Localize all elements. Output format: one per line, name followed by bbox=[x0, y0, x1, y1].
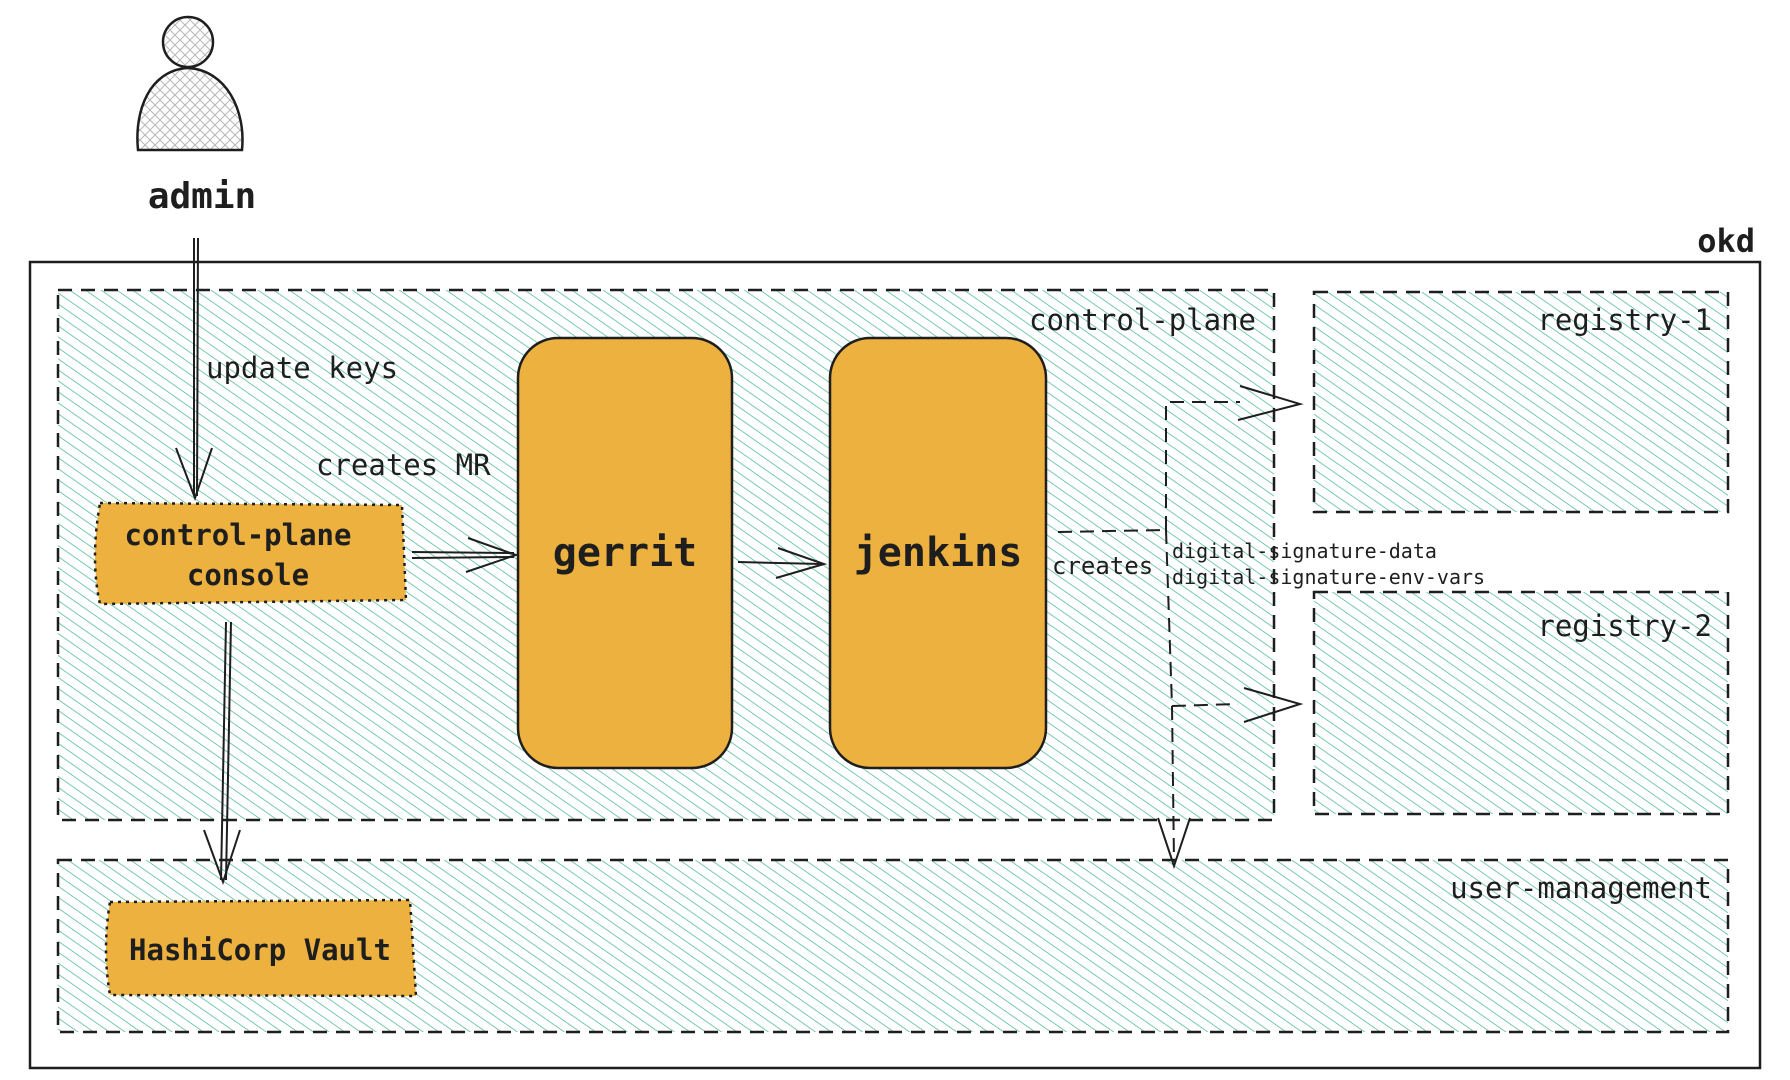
update-keys-label: update keys bbox=[206, 351, 398, 385]
creates-mr-label: creates MR bbox=[316, 448, 491, 482]
arrowheads bbox=[1157, 385, 1304, 870]
registry-2-zone: registry-2 bbox=[1312, 590, 1730, 816]
registry-1-label: registry-1 bbox=[1537, 303, 1712, 337]
jenkins-creates-dashed-arrows bbox=[1057, 401, 1240, 863]
console-label-line2: console bbox=[187, 558, 309, 592]
edges bbox=[175, 237, 1304, 886]
registry-2-label: registry-2 bbox=[1537, 609, 1712, 643]
person-icon bbox=[161, 15, 215, 69]
console-label-line1: control-plane bbox=[125, 518, 352, 552]
console-to-vault-arrow bbox=[203, 621, 241, 886]
okd-label: okd bbox=[1697, 222, 1755, 260]
digital-signature-data-label: digital-signature-data bbox=[1172, 539, 1437, 563]
hashicorp-vault-node: HashiCorp Vault bbox=[104, 898, 418, 998]
gerrit-to-jenkins-arrow bbox=[737, 547, 828, 579]
okd-cluster: okd bbox=[28, 222, 1762, 1070]
registry-1-zone: registry-1 bbox=[1312, 290, 1730, 514]
user-management-zone: user-management bbox=[56, 858, 1730, 1034]
control-plane-label: control-plane bbox=[1029, 303, 1256, 337]
vault-label: HashiCorp Vault bbox=[129, 933, 391, 967]
admin-to-console-arrow bbox=[175, 237, 213, 501]
console-to-gerrit-arrow bbox=[411, 537, 520, 573]
person-body-icon bbox=[136, 66, 244, 152]
admin-actor: admin bbox=[136, 15, 256, 217]
gerrit-node: gerrit bbox=[516, 336, 734, 770]
user-management-label: user-management bbox=[1450, 871, 1712, 905]
creates-label: creates bbox=[1052, 552, 1153, 580]
jenkins-node: jenkins bbox=[828, 336, 1048, 770]
gerrit-label: gerrit bbox=[553, 530, 698, 576]
digital-signature-env-vars-label: digital-signature-env-vars bbox=[1172, 565, 1485, 589]
admin-label: admin bbox=[148, 176, 256, 217]
control-plane-console-node: control-plane console bbox=[93, 501, 408, 606]
jenkins-label: jenkins bbox=[854, 530, 1023, 576]
